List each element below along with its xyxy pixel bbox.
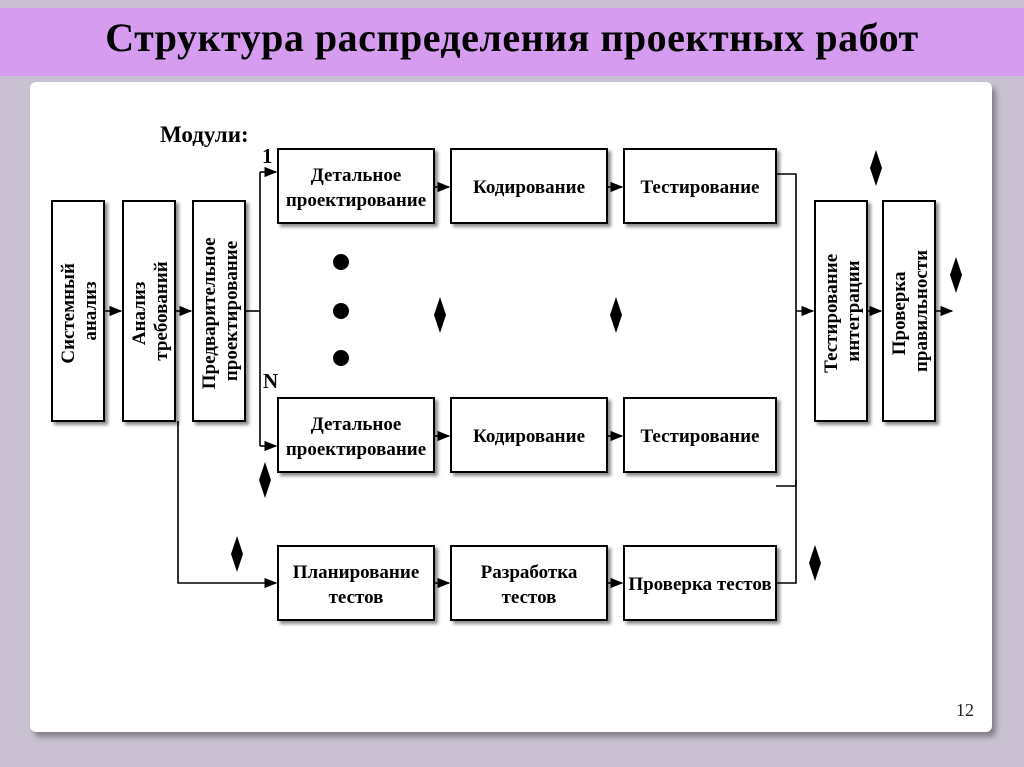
module1-coding-label: Кодирование [473, 177, 585, 198]
diamond-marker [231, 536, 243, 572]
correctness-check-box: Проверка правильности [882, 200, 936, 422]
ellipsis-dot [333, 303, 349, 319]
requirements-analysis-line1: Анализ [129, 281, 150, 345]
module1-detailed-design-line2: проектирование [286, 190, 426, 211]
diamond-marker [950, 257, 962, 293]
svg-text:Анализ требований: Анализ требований [129, 261, 172, 360]
merge-module1 [776, 173, 797, 311]
moduleN-coding-box: Кодирование [450, 397, 608, 473]
merge-tests [776, 480, 797, 584]
page-number: 12 [956, 700, 974, 720]
correctness-check-line1: Проверка [889, 271, 910, 355]
modules-label: Модули: [160, 122, 249, 147]
moduleN-coding-label: Кодирование [473, 426, 585, 447]
moduleN-detailed-design-line2: проектирование [286, 439, 426, 460]
marker-first-module: 1 [262, 144, 273, 168]
svg-text:Тестирование интеграции: Тестирование интеграции [821, 249, 864, 373]
moduleN-detailed-design-line1: Детальное [311, 414, 402, 435]
system-analysis-line1: Системный [58, 263, 79, 364]
test-development-line1: Разработка [481, 562, 578, 583]
module1-testing-label: Тестирование [640, 177, 759, 198]
test-planning-box: Планирование тестов [277, 545, 435, 621]
ellipsis-dot [333, 254, 349, 270]
diamond-marker [870, 150, 882, 186]
moduleN-testing-box: Тестирование [623, 397, 777, 473]
correctness-check-line2: правильности [911, 250, 932, 372]
arrow-to-test-planning [177, 421, 278, 589]
diamond-marker [610, 297, 622, 333]
slide-title: Структура распределения проектных работ [105, 15, 919, 60]
module1-coding-box: Кодирование [450, 148, 608, 224]
merge-moduleN [776, 311, 797, 487]
connectors [104, 166, 954, 589]
diamond-marker [434, 297, 446, 333]
diamond-marker [259, 462, 271, 498]
moduleN-detailed-design-box: Детальное проектирование [277, 397, 435, 473]
module1-detailed-design-box: Детальное проектирование [277, 148, 435, 224]
svg-text:Предварительное проектир: Предварительное проектирование [199, 233, 242, 390]
marker-last-module: N [263, 369, 278, 393]
test-planning-line1: Планирование [293, 562, 420, 583]
system-analysis-box: Системный анализ [51, 200, 105, 422]
test-verification-box: Проверка тестов [623, 545, 777, 621]
test-development-box: Разработка тестов [450, 545, 608, 621]
preliminary-design-line2: проектирование [221, 241, 242, 381]
ellipsis-dot [333, 350, 349, 366]
moduleN-testing-label: Тестирование [640, 426, 759, 447]
system-analysis-line2: анализ [80, 281, 101, 341]
preliminary-design-box: Предварительное проектирование [192, 200, 246, 422]
integration-testing-box: Тестирование интеграции [814, 200, 868, 422]
integration-testing-line2: интеграции [843, 260, 864, 361]
requirements-analysis-line2: требований [151, 261, 172, 360]
test-verification-label: Проверка тестов [628, 574, 771, 595]
requirements-analysis-box: Анализ требований [122, 200, 176, 422]
module1-detailed-design-line1: Детальное [311, 165, 402, 186]
module1-testing-box: Тестирование [623, 148, 777, 224]
diamond-marker [809, 545, 821, 581]
test-planning-line2: тестов [329, 587, 384, 608]
svg-text:Проверка правильности: Проверка правильности [889, 250, 932, 372]
preliminary-design-line1: Предварительное [199, 237, 220, 389]
integration-testing-line1: Тестирование [821, 254, 842, 373]
svg-text:Системный анализ: Системный анализ [58, 258, 101, 363]
title-bar [0, 8, 1024, 76]
test-development-line2: тестов [502, 587, 557, 608]
